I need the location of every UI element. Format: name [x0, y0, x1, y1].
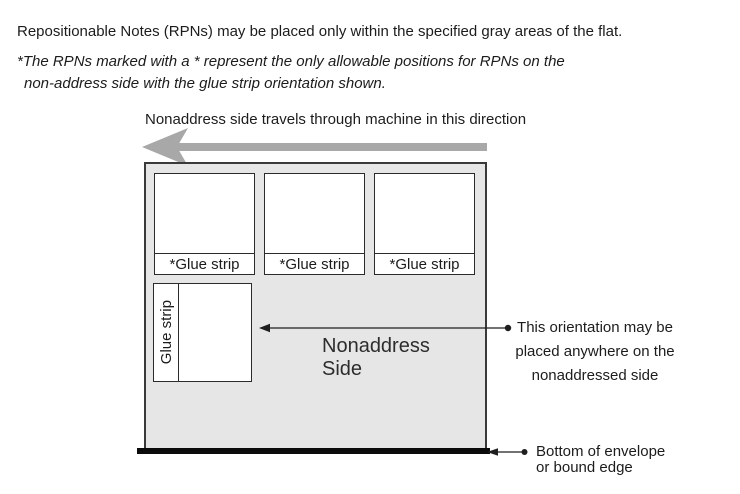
- rpn-note-area: [265, 174, 364, 253]
- machine-direction-label: Nonaddress side travels through machine …: [145, 111, 527, 128]
- footnote-line-1: *The RPNs marked with a * represent the …: [17, 53, 565, 70]
- bottom-edge-annotation-line-1: Bottom of envelope: [536, 443, 666, 460]
- rpn-note-area: [155, 174, 254, 253]
- bottom-edge-annotation-line-2: or bound edge: [536, 459, 633, 476]
- glue-strip-label: *Glue strip: [155, 253, 254, 274]
- nonaddress-side-label-line-2: Side: [322, 358, 363, 380]
- orientation-pointer-arrow-icon: [259, 323, 512, 333]
- machine-direction-arrow-icon: [142, 128, 487, 166]
- glue-strip-label: *Glue strip: [265, 253, 364, 274]
- footnote-line-2: non-address side with the glue strip ori…: [24, 75, 386, 92]
- footnote-text: *The RPNs marked with a * represent the …: [17, 51, 565, 95]
- rpn-note-area: [179, 284, 251, 381]
- intro-text: Repositionable Notes (RPNs) may be place…: [17, 23, 623, 40]
- nonaddress-side-label: Nonaddress Side: [322, 335, 430, 381]
- rpn-box-glue-strip-top-1: *Glue strip: [154, 173, 255, 275]
- glue-strip-vertical-label: Glue strip: [157, 300, 175, 365]
- orientation-annotation: This orientation may be placed anywhere …: [500, 316, 690, 388]
- orientation-annotation-line-2: placed anywhere on the: [515, 343, 675, 360]
- glue-strip-label: *Glue strip: [375, 253, 474, 274]
- bottom-edge-pointer-arrow-icon: [487, 448, 528, 456]
- orientation-annotation-line-3: nonaddressed side: [531, 367, 659, 384]
- rpn-box-glue-strip-left: Glue strip: [153, 283, 252, 382]
- glue-strip-vertical: Glue strip: [154, 284, 179, 381]
- rpn-box-glue-strip-top-3: *Glue strip: [374, 173, 475, 275]
- flat-nonaddress-side: *Glue strip *Glue strip *Glue strip Glue…: [137, 162, 490, 454]
- nonaddress-side-label-line-1: Nonaddress: [322, 335, 430, 357]
- rpn-note-area: [375, 174, 474, 253]
- rpn-box-glue-strip-top-2: *Glue strip: [264, 173, 365, 275]
- orientation-annotation-line-1: This orientation may be: [517, 319, 673, 336]
- bound-edge-bar: [137, 448, 490, 454]
- bottom-edge-annotation: Bottom of envelope or bound edge: [536, 444, 665, 476]
